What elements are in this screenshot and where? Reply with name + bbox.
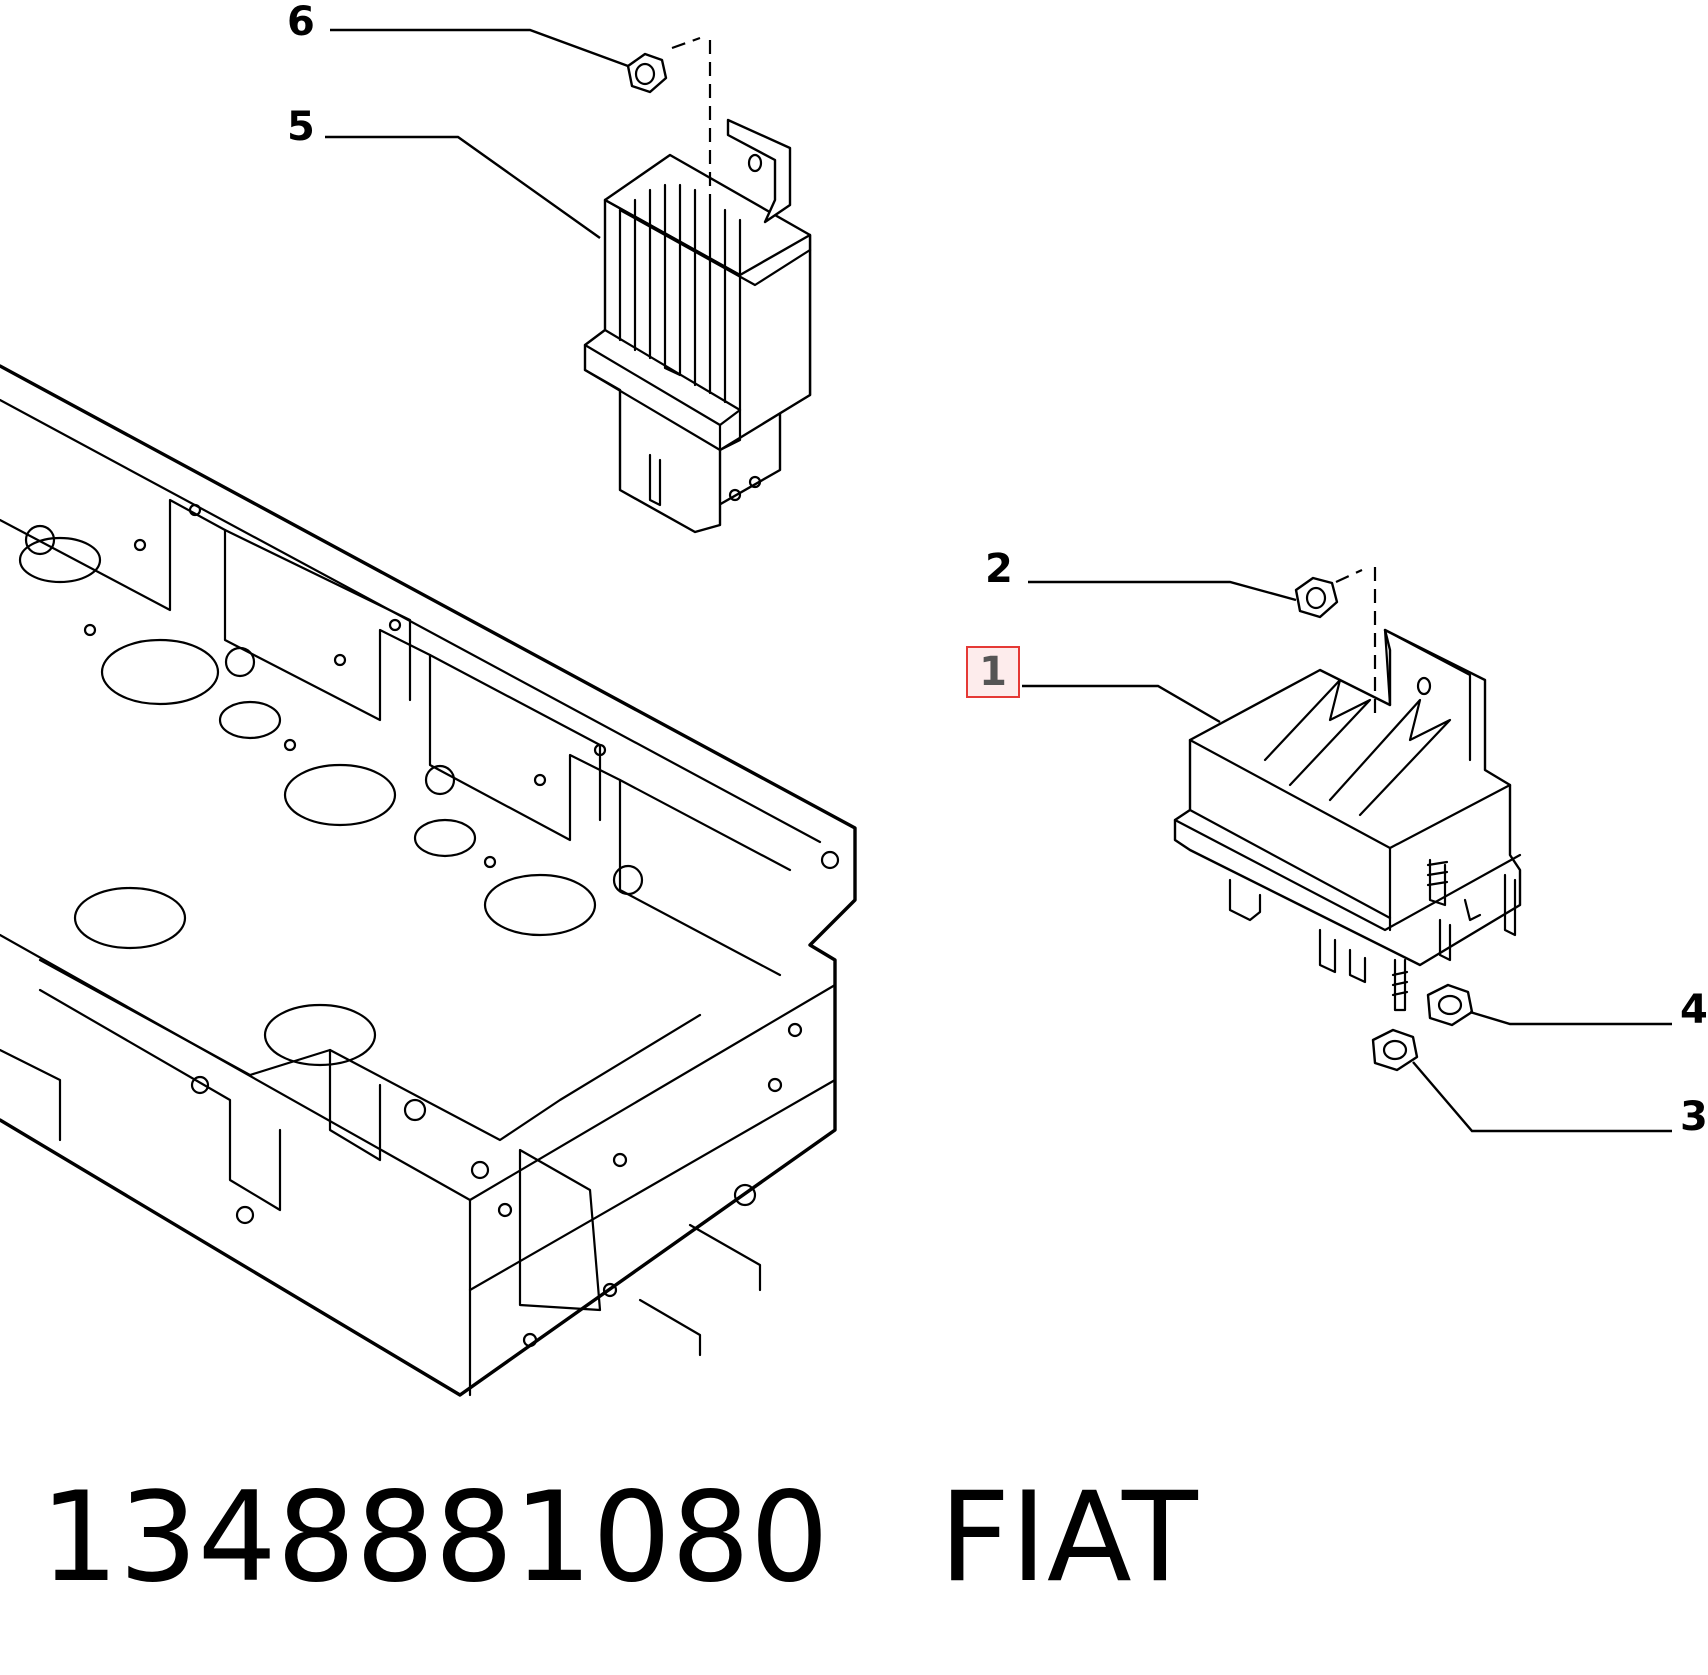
part-6-nut-drawing: [626, 52, 668, 94]
cylinder-head-drawing: [0, 364, 857, 1397]
part-5-relay-unit-drawing: [583, 36, 812, 534]
part-number: 1348881080: [40, 1466, 829, 1610]
part-number-caption: 1348881080 FIAT: [40, 1468, 1198, 1608]
leader-lines: [325, 28, 1672, 1133]
brand-name: FIAT: [938, 1466, 1198, 1610]
callout-5: 5: [287, 104, 315, 150]
callout-4: 4: [1680, 987, 1708, 1033]
callout-3: 3: [1680, 1094, 1708, 1140]
part-1-control-unit-drawing: [1173, 567, 1522, 1012]
callout-2: 2: [985, 546, 1013, 592]
part-3-nut-drawing: [1371, 1028, 1419, 1072]
callout-1-highlight-box[interactable]: 1: [966, 646, 1020, 698]
part-4-nut-drawing: [1426, 983, 1474, 1027]
callout-6: 6: [287, 0, 315, 45]
callout-1: 1: [979, 649, 1007, 695]
part-2-nut-drawing: [1294, 576, 1339, 619]
